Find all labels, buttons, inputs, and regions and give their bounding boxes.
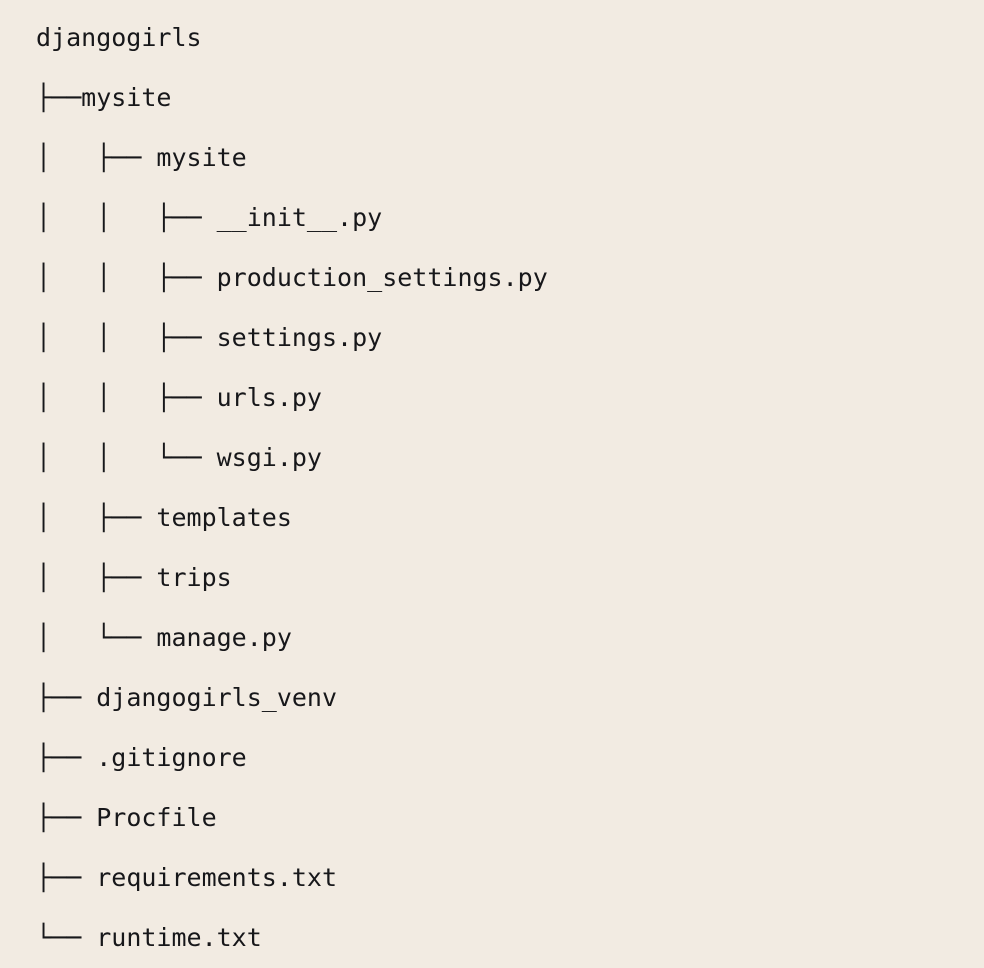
tree-file-label[interactable]: Procfile <box>96 803 217 832</box>
tree-file-label[interactable]: .gitignore <box>96 743 247 772</box>
tree-row[interactable]: ├── requirements.txt <box>36 848 984 908</box>
tree-file-label[interactable]: __init__.py <box>216 203 383 232</box>
tree-row[interactable]: │ └── manage.py <box>36 608 984 668</box>
tree-row[interactable]: │ ├── mysite <box>36 128 984 188</box>
tree-row[interactable]: │ ├── trips <box>36 548 984 608</box>
tree-row[interactable]: │ │ ├── production_settings.py <box>36 248 984 308</box>
tree-row[interactable]: ├── .gitignore <box>36 728 984 788</box>
tree-file-label[interactable]: runtime.txt <box>96 923 262 952</box>
tree-file-label[interactable]: settings.py <box>216 323 383 352</box>
tree-file-label[interactable]: urls.py <box>216 383 322 412</box>
tree-row[interactable]: │ │ ├── __init__.py <box>36 188 984 248</box>
tree-row[interactable]: djangogirls <box>36 8 984 68</box>
tree-row[interactable]: │ ├── templates <box>36 488 984 548</box>
tree-directory-label[interactable]: mysite <box>156 143 247 172</box>
tree-branch-glyph: └── <box>36 923 97 952</box>
tree-branch-glyph: │ │ ├── <box>36 323 217 352</box>
tree-branch-glyph: ├── <box>36 683 97 712</box>
tree-row[interactable]: ├──mysite <box>36 68 984 128</box>
tree-row[interactable]: ├── Procfile <box>36 788 984 848</box>
tree-branch-glyph: ├── <box>36 803 97 832</box>
tree-row[interactable]: │ │ ├── settings.py <box>36 308 984 368</box>
tree-file-label[interactable]: manage.py <box>156 623 292 652</box>
tree-row[interactable]: ├── djangogirls_venv <box>36 668 984 728</box>
tree-branch-glyph: │ ├── <box>36 563 157 592</box>
tree-row[interactable]: │ │ └── wsgi.py <box>36 428 984 488</box>
tree-row[interactable]: └── runtime.txt <box>36 908 984 968</box>
tree-directory-label[interactable]: djangogirls_venv <box>96 683 338 712</box>
tree-branch-glyph: │ │ └── <box>36 443 217 472</box>
tree-directory-label[interactable]: templates <box>156 503 292 532</box>
tree-branch-glyph: │ │ ├── <box>36 383 217 412</box>
tree-branch-glyph: ├── <box>36 83 82 112</box>
tree-branch-glyph: ├── <box>36 743 97 772</box>
tree-file-label[interactable]: requirements.txt <box>96 863 338 892</box>
tree-branch-glyph: │ │ ├── <box>36 203 217 232</box>
tree-file-label[interactable]: production_settings.py <box>216 263 548 292</box>
tree-branch-glyph: │ ├── <box>36 503 157 532</box>
tree-branch-glyph: │ │ ├── <box>36 263 217 292</box>
tree-row[interactable]: │ │ ├── urls.py <box>36 368 984 428</box>
tree-branch-glyph: │ └── <box>36 623 157 652</box>
tree-branch-glyph: ├── <box>36 863 97 892</box>
tree-branch-glyph: │ ├── <box>36 143 157 172</box>
tree-directory-label[interactable]: mysite <box>81 83 172 112</box>
tree-file-label[interactable]: wsgi.py <box>216 443 322 472</box>
tree-directory-label[interactable]: trips <box>156 563 232 592</box>
tree-directory-label[interactable]: djangogirls <box>36 23 202 52</box>
